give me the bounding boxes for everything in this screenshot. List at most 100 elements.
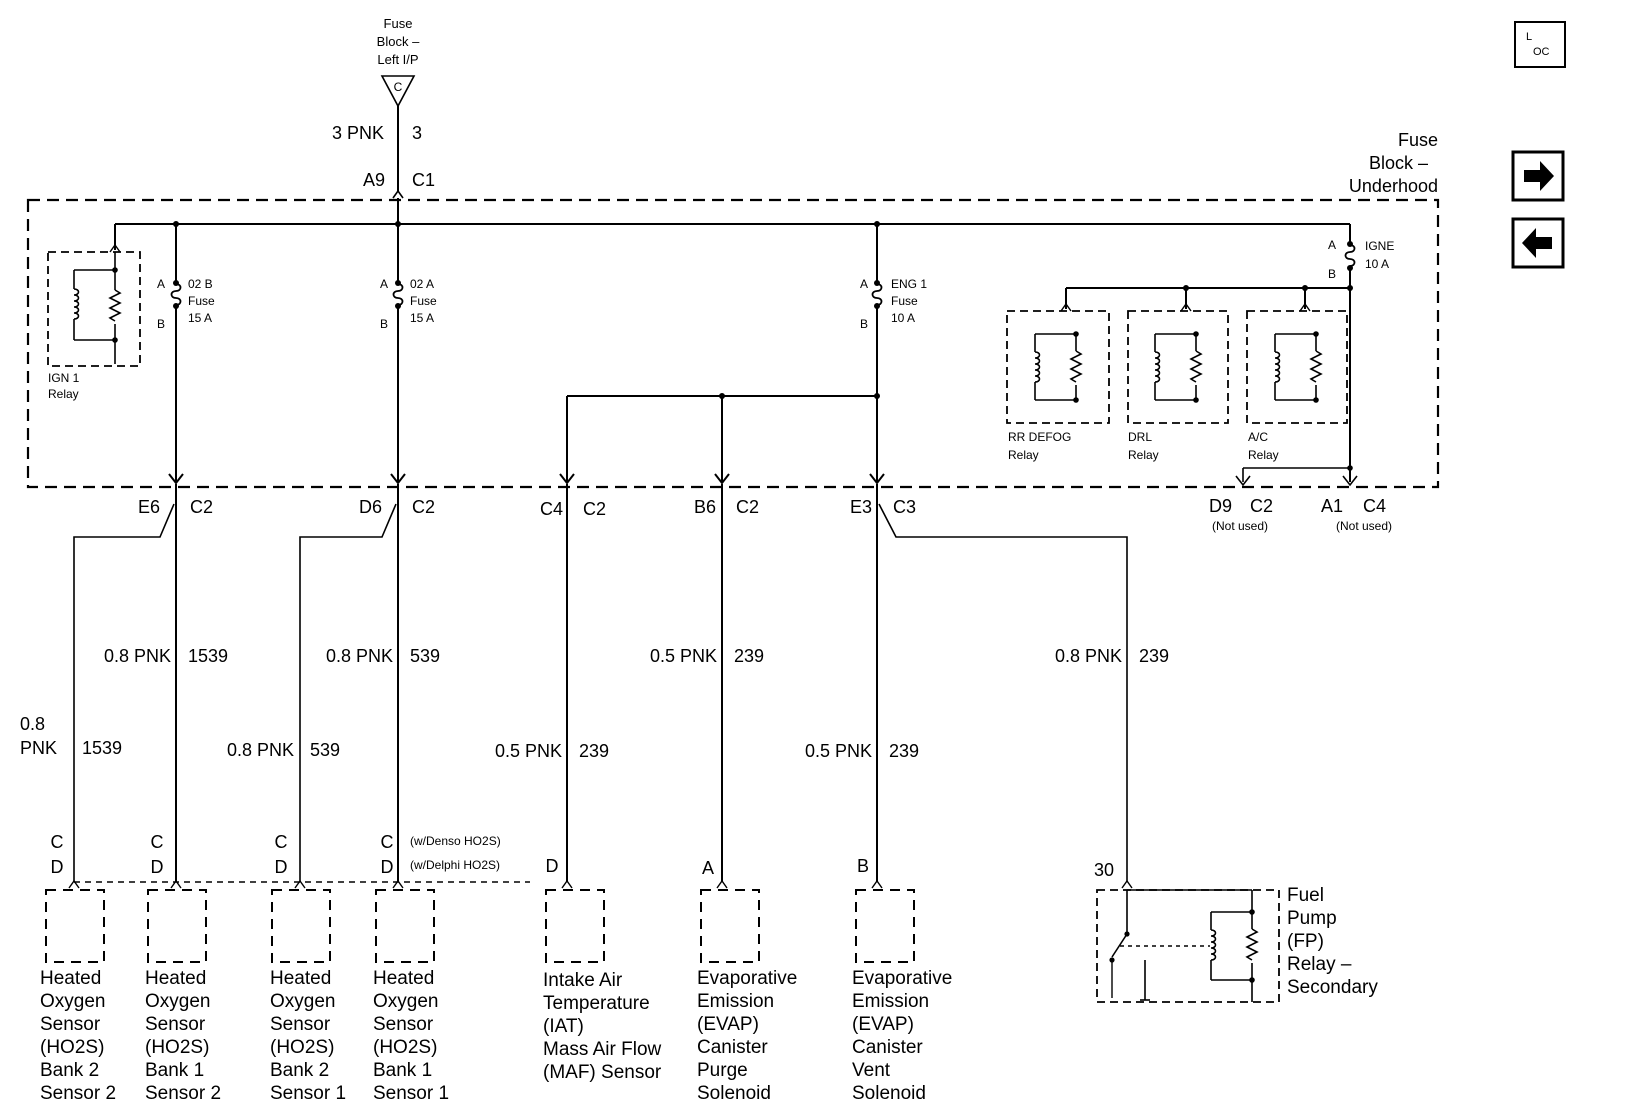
ho2s-b1s1-line2: Oxygen (373, 991, 438, 1012)
wire-e6-left-circuit: 1539 (82, 738, 122, 758)
loc-bottom-text: OC (1533, 46, 1550, 58)
fuse-02b-line3: 15 A (188, 311, 212, 325)
conn-d6-pin: D6 (359, 497, 382, 517)
fuse-02a-line2: Fuse (410, 294, 437, 308)
evap-purge-line1: Evaporative (697, 968, 797, 989)
wire-d6-left-gauge: 0.8 PNK (227, 740, 294, 760)
ho2s-b1s2-line5: Bank 1 (145, 1060, 204, 1081)
ho2s-b2s1-line3: Sensor (270, 1014, 331, 1035)
delphi-note: (w/Delphi HO2S) (410, 858, 500, 872)
iat-maf-label: Intake Air Temperature (IAT) Mass Air Fl… (543, 970, 662, 1083)
ho2s-b2s2-pin-d: D (51, 857, 64, 877)
conn-c4-conn: C2 (583, 499, 606, 519)
ho2s-b1s1-line6: Sensor 1 (373, 1083, 449, 1104)
ho2s-b2s1-pin-d: D (275, 857, 288, 877)
iat-maf-line1: Intake Air (543, 970, 623, 991)
wire-e3-circuit: 239 (889, 741, 919, 761)
fuse-igne: A B IGNE 10 A (1328, 224, 1394, 487)
evap-purge-line4: Canister (697, 1037, 768, 1058)
ho2s-b1s1-label: Heated Oxygen Sensor (HO2S) Bank 1 Senso… (373, 968, 449, 1104)
iat-maf-line4: Mass Air Flow (543, 1039, 662, 1060)
source-wire-circuit: 3 (412, 123, 422, 143)
ho2s-b1s1-pin-c: C (381, 832, 394, 852)
evap-purge-line6: Solenoid (697, 1083, 771, 1104)
ho2s-b1s1-line4: (HO2S) (373, 1037, 437, 1058)
ho2s-b1s1-line1: Heated (373, 968, 434, 989)
loc-icon[interactable]: L OC (1514, 21, 1566, 68)
fuse-eng1-line1: ENG 1 (891, 277, 927, 291)
ho2s-b2s2-box (45, 889, 105, 963)
ho2s-b2s1-label: Heated Oxygen Sensor (HO2S) Bank 2 Senso… (270, 968, 346, 1104)
fuse-block-underhood: Fuse Block – Underhood (26, 130, 1440, 489)
source-wire-gauge: 3 PNK (332, 123, 384, 143)
connector-c-label: C (394, 80, 403, 94)
forward-arrow-button[interactable] (1511, 150, 1565, 202)
wire-e3-right-circuit: 239 (1139, 646, 1169, 666)
ho2s-b2s1-pin-c: C (275, 832, 288, 852)
wire-e3-gauge: 0.5 PNK (805, 741, 872, 761)
fuse-02a-line3: 15 A (410, 311, 434, 325)
ho2s-b2s2-line6: Sensor 2 (40, 1083, 116, 1104)
ho2s-b2s2-label: Heated Oxygen Sensor (HO2S) Bank 2 Senso… (40, 968, 116, 1104)
conn-e6-conn: C2 (190, 497, 213, 517)
fuse-02a-b: B (380, 317, 388, 331)
conn-a1-conn: C4 (1363, 496, 1386, 516)
ho2s-b2s1-line4: (HO2S) (270, 1037, 334, 1058)
evap-purge-line2: Emission (697, 991, 774, 1012)
ign1-relay-line1: IGN 1 (48, 371, 80, 385)
conn-b6-conn: C2 (736, 497, 759, 517)
ho2s-b1s1-line3: Sensor (373, 1014, 434, 1035)
conn-a1-note: (Not used) (1336, 519, 1392, 533)
underhood-line2: Block – (1369, 153, 1428, 173)
iat-maf-line2: Temperature (543, 993, 650, 1014)
fuse-igne-line2: 10 A (1365, 257, 1389, 271)
fuse-block-left-ip: Fuse Block – Left I/P C (377, 16, 420, 108)
rr-defog-line2: Relay (1008, 448, 1039, 462)
denso-note: (w/Denso HO2S) (410, 834, 501, 848)
ho2s-b1s1-pin-d: D (381, 857, 394, 877)
ho2s-b2s2-line3: Sensor (40, 1014, 101, 1035)
conn-c4-pin: C4 (540, 499, 563, 519)
conn-e3-conn: C3 (893, 497, 916, 517)
fp-relay-line4: Relay – (1287, 954, 1352, 975)
evap-purge-line5: Purge (697, 1060, 748, 1081)
ign1-relay-line2: Relay (48, 387, 79, 401)
fuse-igne-b: B (1328, 267, 1336, 281)
fuse-block-left-line2: Block – (377, 34, 420, 49)
back-arrow-button[interactable] (1511, 217, 1565, 269)
wire-c4-circuit: 239 (579, 741, 609, 761)
ho2s-b1s2-pin-d: D (151, 857, 164, 877)
iat-maf-box (545, 889, 605, 963)
ac-relay: A/C Relay (1246, 288, 1348, 462)
arrow-right-icon (1524, 161, 1554, 191)
evap-vent-box (855, 889, 915, 963)
fp-relay-line3: (FP) (1287, 931, 1324, 952)
iat-maf-line5: (MAF) Sensor (543, 1062, 662, 1083)
wire-b6-gauge: 0.5 PNK (650, 646, 717, 666)
ho2s-b1s2-box (147, 889, 207, 963)
ho2s-b1s2-label: Heated Oxygen Sensor (HO2S) Bank 1 Senso… (145, 968, 221, 1104)
fuse-eng1-a: A (860, 277, 868, 291)
purge-pin: A (702, 858, 714, 878)
ho2s-b2s1-line1: Heated (270, 968, 331, 989)
iat-pin: D (546, 856, 559, 876)
conn-e3-pin: E3 (850, 497, 872, 517)
ho2s-b2s2-line1: Heated (40, 968, 101, 989)
evap-purge-box (700, 889, 760, 963)
ign1-relay: IGN 1 Relay (47, 224, 141, 401)
evap-vent-label: Evaporative Emission (EVAP) Canister Ven… (852, 968, 952, 1104)
wire-e6-left-gauge1: 0.8 (20, 714, 45, 734)
ho2s-b2s2-pin-c: C (51, 832, 64, 852)
evap-vent-line5: Vent (852, 1060, 891, 1081)
fuse-eng1-line2: Fuse (891, 294, 918, 308)
underhood-line3: Underhood (1349, 176, 1438, 196)
vent-pin: B (857, 856, 869, 876)
ho2s-b1s1-line5: Bank 1 (373, 1060, 432, 1081)
ho2s-b1s2-pin-c: C (151, 832, 164, 852)
fuse-02b-line1: 02 B (188, 277, 213, 291)
wire-e6-left-gauge2: PNK (20, 738, 57, 758)
wire-d6-left-circuit: 539 (310, 740, 340, 760)
fp-relay-secondary (1096, 889, 1280, 1003)
conn-d9-pin: D9 (1209, 496, 1232, 516)
